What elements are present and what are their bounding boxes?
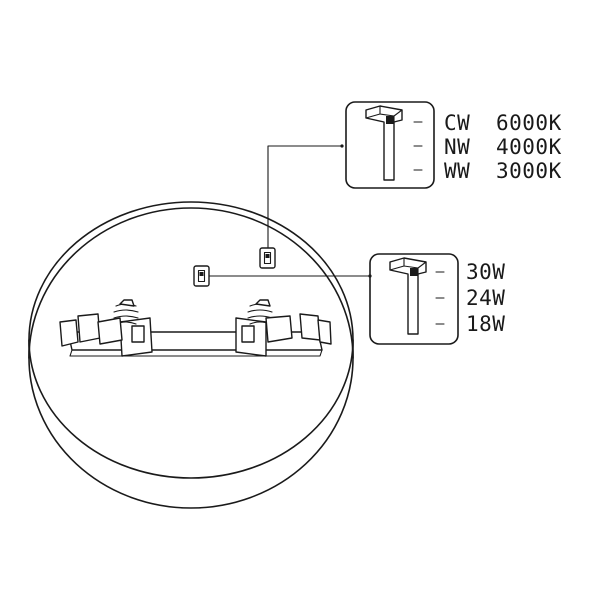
wattage-option-30w: 30W	[466, 260, 505, 284]
cct-kelvin-nw: 4000K	[496, 135, 562, 159]
cct-code-ww: WW	[444, 159, 470, 183]
wattage-callout	[369, 253, 459, 345]
cct-switch-icon	[259, 247, 276, 269]
cct-kelvin-ww: 3000K	[496, 159, 562, 183]
cct-leader-line	[267, 145, 343, 249]
cct-code-nw: NW	[444, 135, 470, 159]
right-spring-clip	[235, 299, 293, 357]
mounting-bracket	[59, 299, 332, 357]
wattage-option-18w: 18W	[466, 312, 505, 336]
cct-code-cw: CW	[444, 111, 470, 135]
cct-kelvin-cw: 6000K	[496, 111, 562, 135]
cct-callout	[345, 101, 435, 189]
lamp-body	[28, 201, 354, 509]
wattage-switch-icon	[193, 265, 210, 287]
left-spring-clip	[97, 299, 153, 357]
wattage-labels: 30W 24W 18W	[466, 260, 505, 336]
wattage-option-24w: 24W	[466, 286, 505, 310]
cct-labels: CW 6000K NW 4000K WW 3000K	[444, 111, 562, 183]
